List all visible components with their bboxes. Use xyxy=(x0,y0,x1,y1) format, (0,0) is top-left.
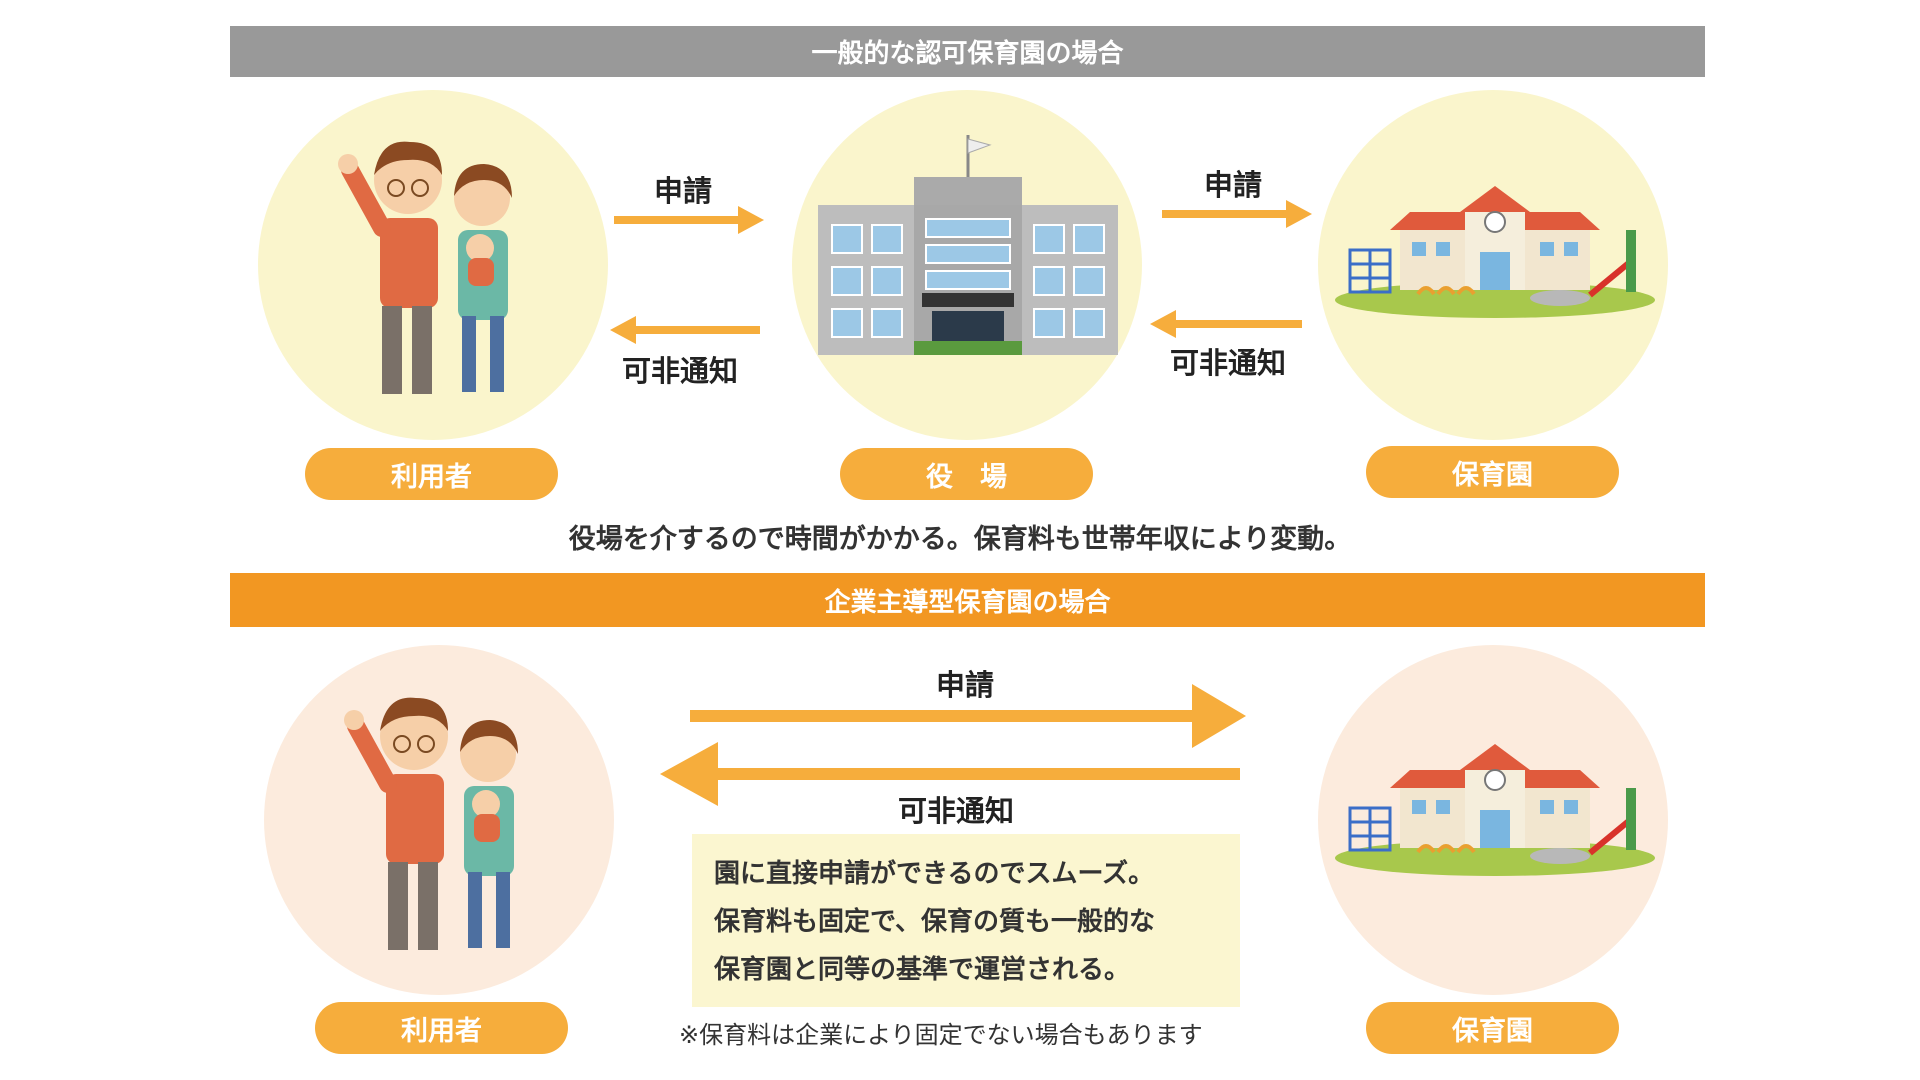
section1-title: 一般的な認可保育園の場合 xyxy=(811,39,1124,69)
section1-title-bar: 一般的な認可保育園の場合 xyxy=(230,26,1705,77)
arrow-label-notice-2: 可非通知 xyxy=(1170,346,1287,380)
label-user-2: 利用者 xyxy=(315,1002,568,1054)
arrow-notice-to-user xyxy=(610,316,760,344)
label-user-1: 利用者 xyxy=(305,448,558,500)
family-illustration-1 xyxy=(338,141,512,394)
label-nursery-1: 保育園 xyxy=(1366,446,1619,498)
label-office: 役 場 xyxy=(840,448,1093,500)
footnote: ※保育料は企業により固定でない場合もあります xyxy=(679,1021,1203,1049)
family-illustration-2 xyxy=(344,697,518,950)
office-building-illustration xyxy=(818,135,1118,355)
section2-title-bar: 企業主導型保育園の場合 xyxy=(230,573,1705,627)
note-line-3: 保育園と同等の基準で運営される。 xyxy=(714,955,1131,985)
arrow-label-apply-3: 申請 xyxy=(936,668,995,702)
note-line-2: 保育料も固定で、保育の質も一般的な xyxy=(714,907,1155,937)
arrow-apply-direct xyxy=(690,684,1246,748)
nursery-illustration-2 xyxy=(1335,744,1655,876)
note-line-1: 園に直接申請ができるのでスムーズ。 xyxy=(714,859,1155,889)
arrow-apply-to-office xyxy=(614,206,764,234)
section1-caption: 役場を介するので時間がかかる。保育料も世帯年収により変動。 xyxy=(568,524,1352,555)
label-nursery-2: 保育園 xyxy=(1366,1002,1619,1054)
arrow-label-notice-3: 可非通知 xyxy=(898,794,1015,828)
arrow-notice-to-office xyxy=(1150,310,1302,338)
arrow-label-apply-2: 申請 xyxy=(1204,168,1263,202)
benefit-note-box: 園に直接申請ができるのでスムーズ。 保育料も固定で、保育の質も一般的な 保育園と… xyxy=(692,834,1240,1007)
arrow-label-apply-1: 申請 xyxy=(654,174,713,208)
arrow-label-notice-1: 可非通知 xyxy=(622,354,739,388)
section2-title: 企業主導型保育園の場合 xyxy=(824,587,1111,618)
nursery-illustration-1 xyxy=(1335,186,1655,318)
arrow-notice-direct xyxy=(660,742,1240,806)
arrow-apply-to-nursery xyxy=(1162,200,1312,228)
